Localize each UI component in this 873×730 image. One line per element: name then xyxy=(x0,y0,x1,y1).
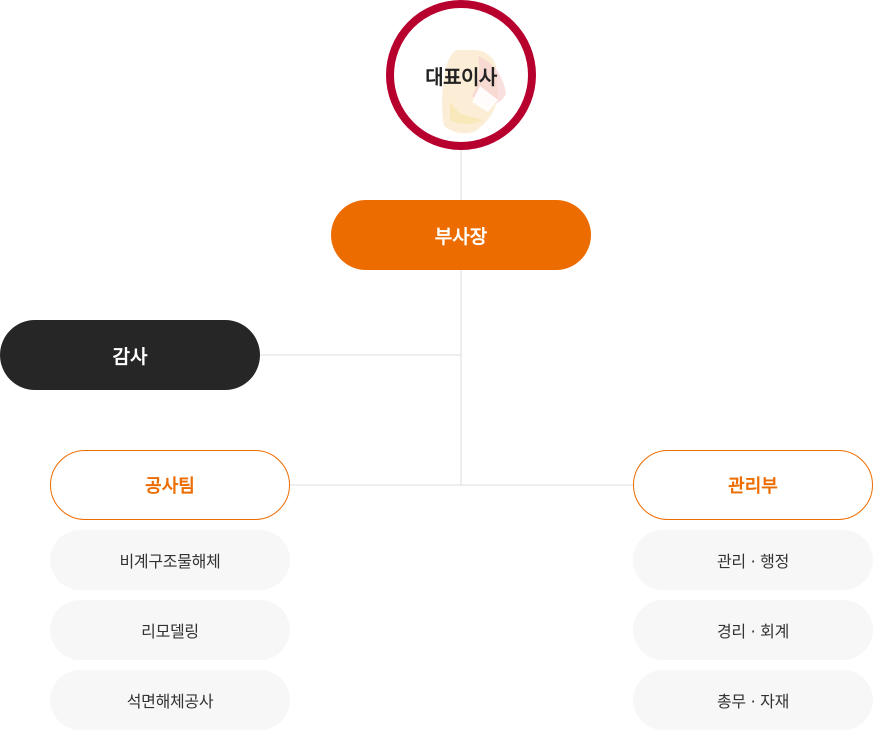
ceo-label: 대표이사 xyxy=(425,64,497,89)
ceo-node: 대표이사 xyxy=(386,0,536,150)
audit-node: 감사 xyxy=(0,320,260,390)
construction-team-node: 공사팀 xyxy=(50,450,290,520)
construction-team-tasks: 비계구조물해체 리모델링 석면해체공사 xyxy=(50,530,290,730)
company-logo-watermark xyxy=(442,50,506,134)
management-dept-node: 관리부 xyxy=(633,450,873,520)
vice-president-node: 부사장 xyxy=(331,200,591,270)
task-scaffold-dismantling: 비계구조물해체 xyxy=(50,530,290,590)
task-remodeling: 리모델링 xyxy=(50,600,290,660)
task-administration: 관리 · 행정 xyxy=(633,530,873,590)
management-dept-tasks: 관리 · 행정 경리 · 회계 총무 · 자재 xyxy=(633,530,873,730)
task-asbestos-removal: 석면해체공사 xyxy=(50,670,290,730)
task-accounting: 경리 · 회계 xyxy=(633,600,873,660)
task-general-affairs: 총무 · 자재 xyxy=(633,670,873,730)
